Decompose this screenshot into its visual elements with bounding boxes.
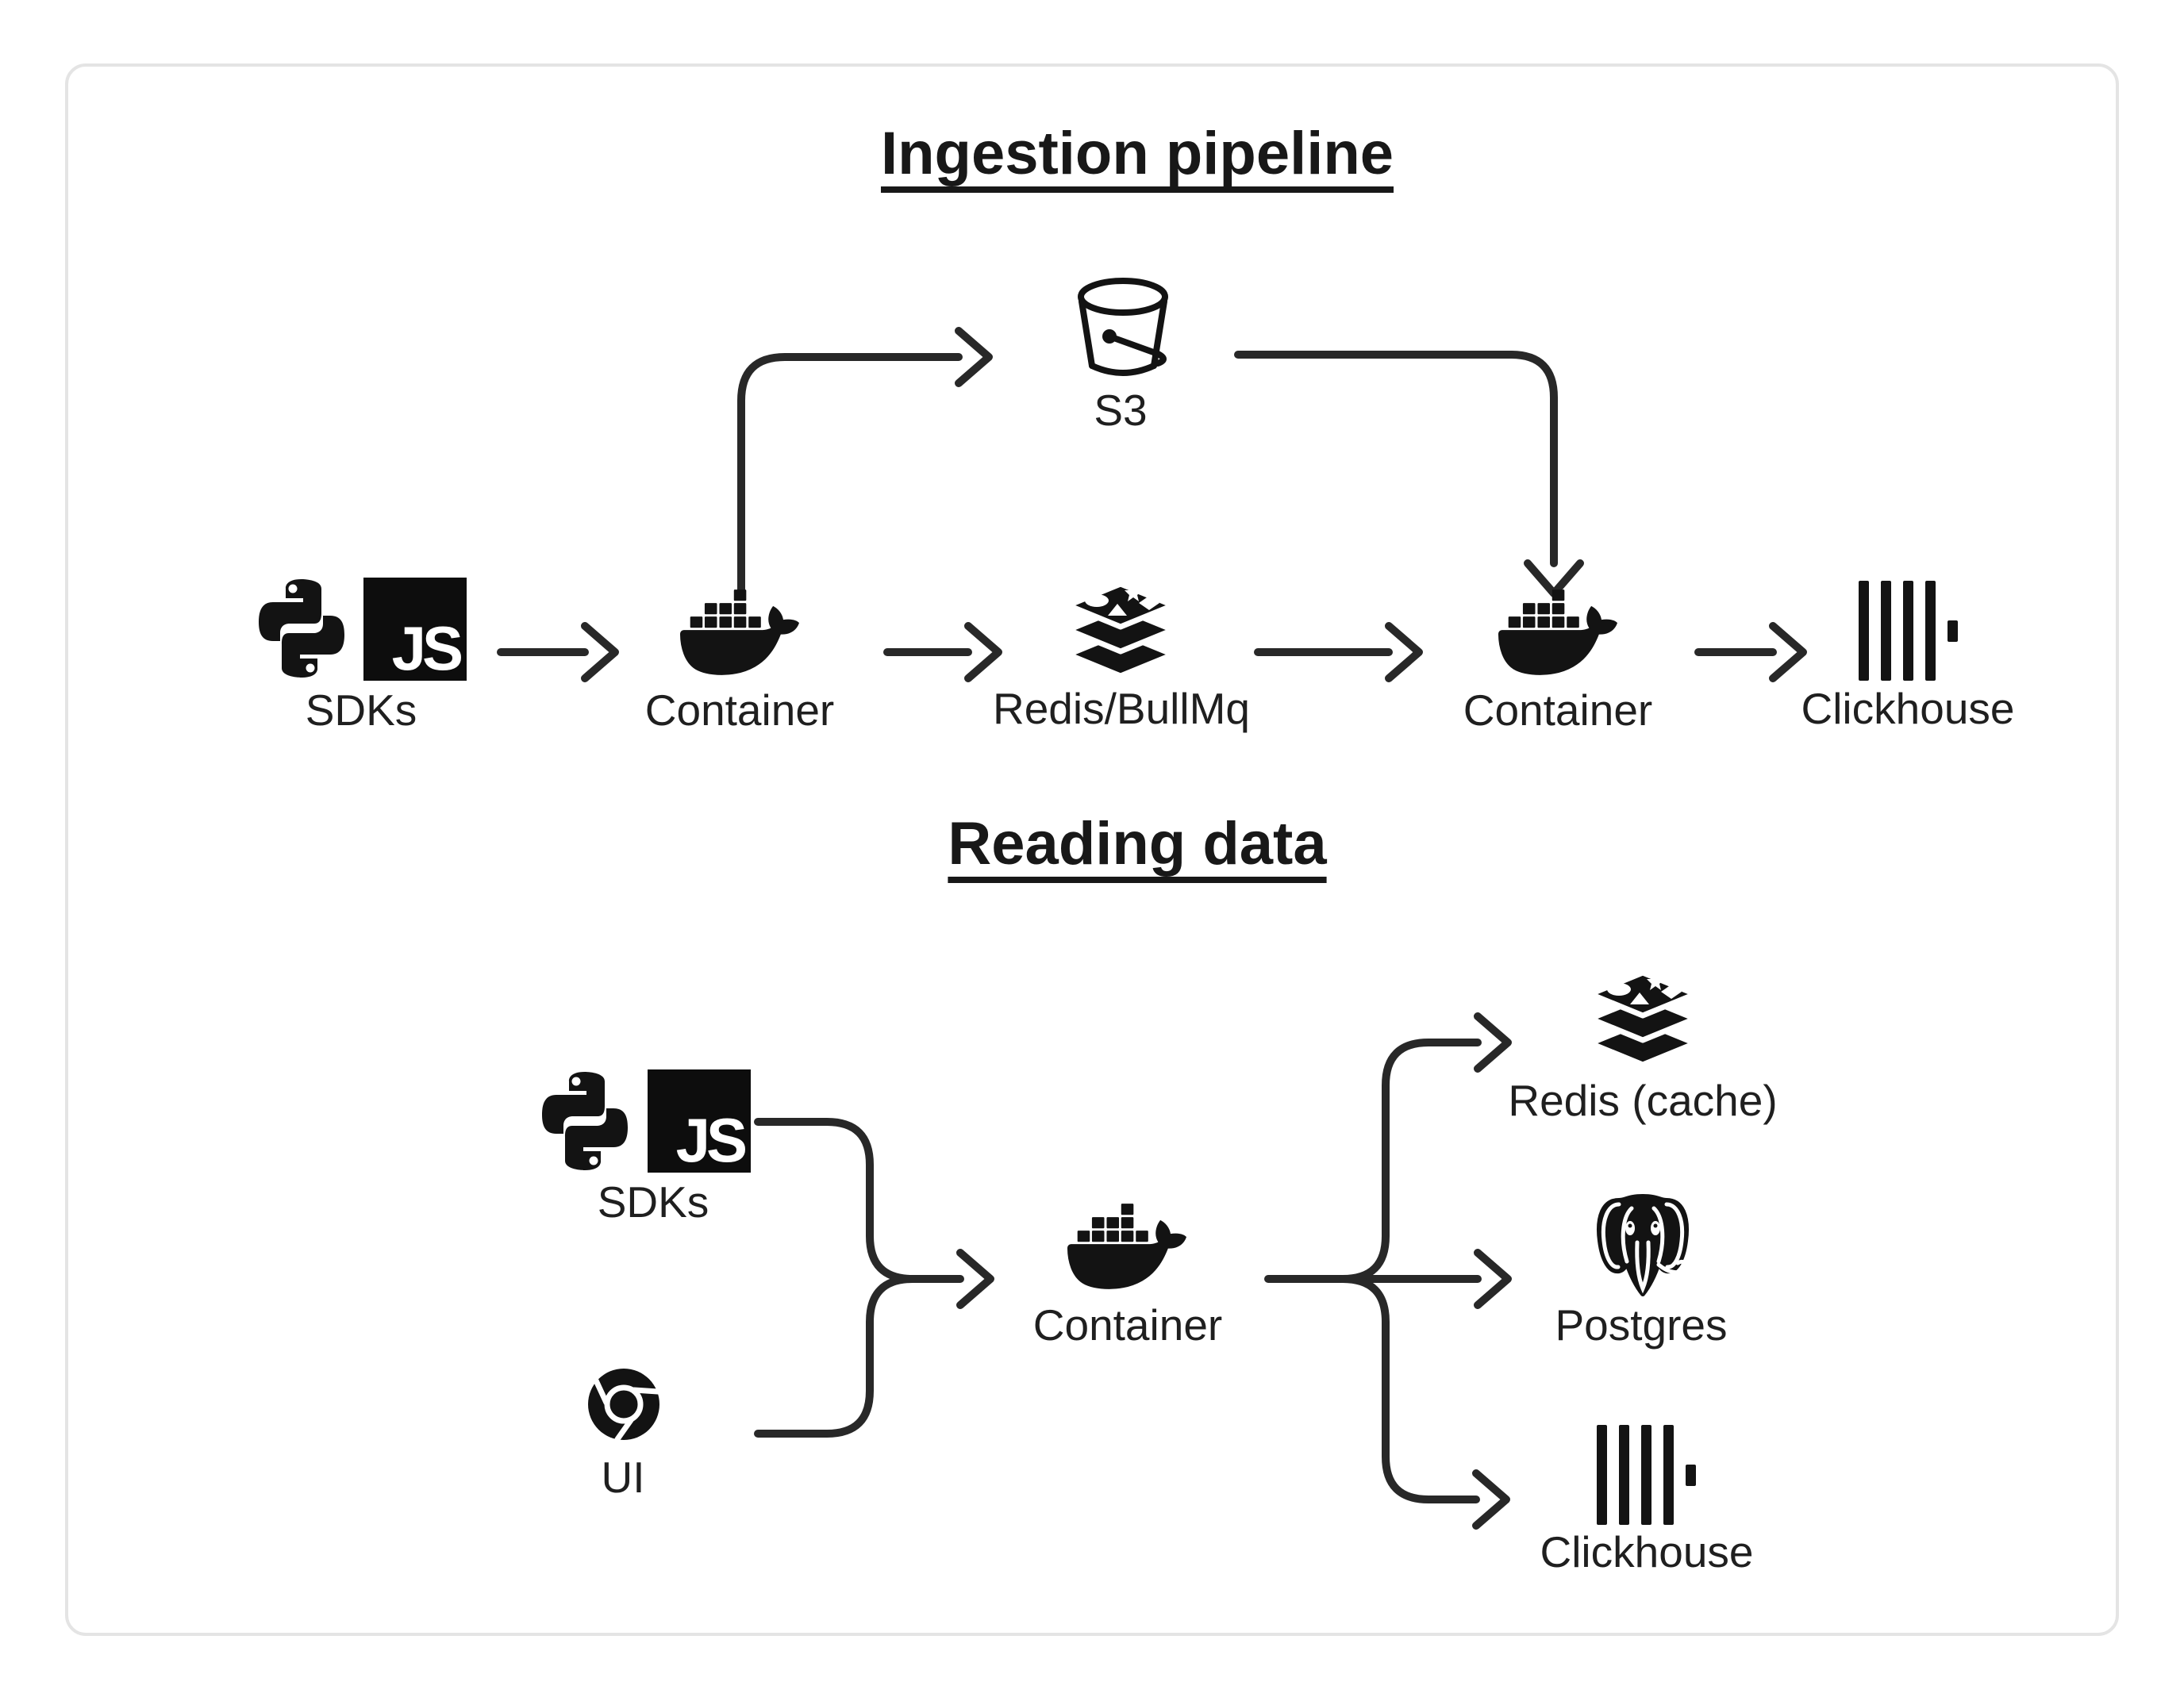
section-title-ingestion: Ingestion pipeline bbox=[880, 120, 1394, 187]
docker-icon bbox=[1498, 589, 1617, 675]
node-label-clickhouse: Clickhouse bbox=[1801, 684, 2015, 733]
edge-redis-container bbox=[1254, 622, 1423, 682]
node-label-redis-queue: Redis/BullMq bbox=[992, 684, 1251, 733]
node-label-redis-cache: Redis (cache) bbox=[1508, 1076, 1778, 1125]
diagram-card bbox=[65, 63, 2119, 1636]
edge-sdks-merge bbox=[754, 1118, 917, 1283]
edge-merge-container bbox=[902, 1249, 994, 1309]
edge-container-redis-cache bbox=[1339, 1012, 1512, 1283]
clickhouse-icon bbox=[1597, 1425, 1696, 1525]
javascript-icon-letters: JS bbox=[391, 613, 463, 683]
javascript-icon: JS bbox=[648, 1069, 751, 1173]
node-label-container-read: Container bbox=[1032, 1300, 1223, 1350]
redis-icon bbox=[1065, 582, 1176, 678]
node-label-sdks-read: SDKs bbox=[597, 1177, 709, 1227]
node-label-sdks: SDKs bbox=[305, 685, 417, 735]
section-title-reading: Reading data bbox=[948, 810, 1327, 877]
clickhouse-icon bbox=[1859, 581, 1958, 681]
node-label-container-in: Container bbox=[644, 685, 835, 735]
edge-sdks-container bbox=[497, 622, 619, 682]
s3-bucket-icon bbox=[1078, 278, 1168, 376]
javascript-icon-letters: JS bbox=[675, 1105, 748, 1175]
javascript-icon: JS bbox=[363, 578, 467, 681]
node-label-postgres: Postgres bbox=[1555, 1300, 1728, 1350]
edge-container-s3 bbox=[737, 327, 993, 601]
node-label-ui: UI bbox=[601, 1453, 645, 1502]
node-label-container-worker: Container bbox=[1463, 685, 1653, 735]
docker-icon bbox=[1067, 1204, 1186, 1289]
postgresql-icon bbox=[1597, 1194, 1689, 1296]
node-label-clickhouse-read: Clickhouse bbox=[1540, 1527, 1754, 1576]
edge-container-redis bbox=[883, 622, 1002, 682]
docker-icon bbox=[680, 589, 799, 675]
redis-icon bbox=[1587, 971, 1698, 1066]
edge-container-clickhouse bbox=[1694, 622, 1807, 682]
node-label-s3: S3 bbox=[1094, 386, 1148, 435]
edge-container-clickhouse-read bbox=[1339, 1275, 1510, 1530]
edge-s3-container bbox=[1234, 351, 1584, 597]
python-icon bbox=[542, 1072, 628, 1170]
python-icon bbox=[259, 579, 344, 678]
edge-container-postgres bbox=[1264, 1249, 1512, 1309]
edge-ui-merge bbox=[754, 1275, 917, 1438]
chrome-icon bbox=[588, 1369, 661, 1442]
